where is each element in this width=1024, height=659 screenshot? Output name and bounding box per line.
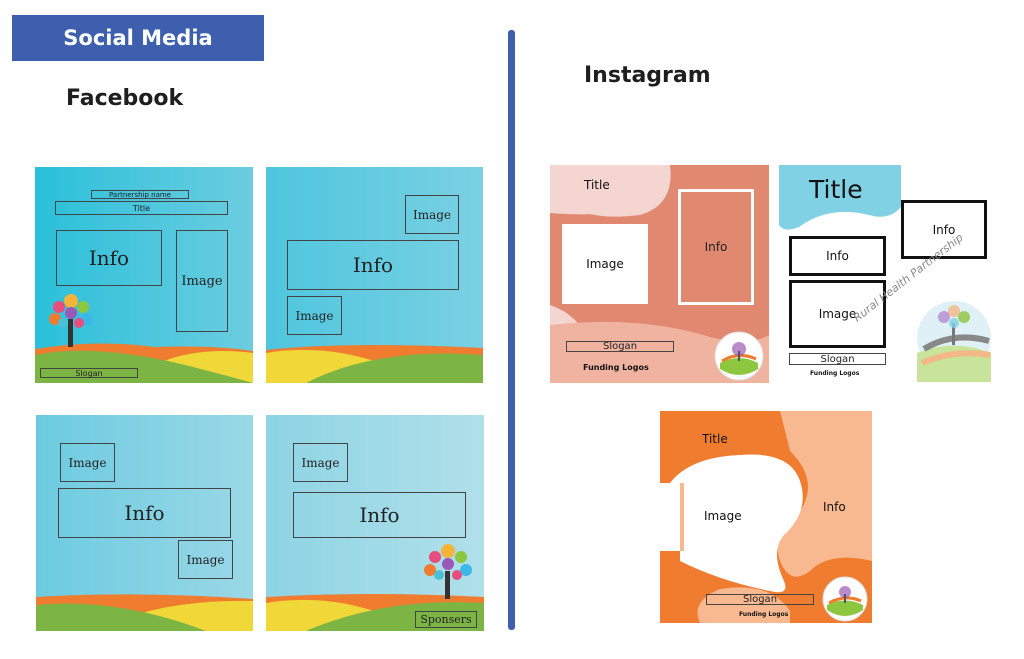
funding-logos-label: Funding Logos xyxy=(739,611,789,618)
facebook-template-1: Partnership name Title Info Image Slogan xyxy=(35,167,253,383)
slogan-box: Slogan xyxy=(706,594,814,605)
image-box: Image xyxy=(562,224,648,304)
title-label: Title xyxy=(702,432,728,446)
info-box: Info xyxy=(789,236,886,276)
section-divider xyxy=(508,30,515,630)
facebook-template-4: Image Info Sponsers xyxy=(266,415,484,631)
instagram-template-2: Title Info Image Slogan Funding Logos xyxy=(779,165,901,383)
info-box: Info xyxy=(287,240,459,290)
image-box-bottom: Image xyxy=(287,296,342,335)
info-box: Info xyxy=(678,189,754,305)
rural-health-partnership-logo: Rural Health Partnership xyxy=(851,231,998,383)
slogan-box: Slogan xyxy=(566,341,674,352)
slogan-box: Slogan xyxy=(40,368,138,378)
title-box: Title xyxy=(55,201,228,215)
info-box: Info xyxy=(58,488,231,538)
image-box-bottom: Image xyxy=(178,540,233,579)
info-box: Info xyxy=(293,492,466,538)
image-box: Image xyxy=(293,443,348,482)
info-box-right: Info xyxy=(901,200,987,259)
social-media-banner: Social Media xyxy=(12,15,264,61)
slogan-box: Slogan xyxy=(789,353,886,365)
funding-logos-label: Funding Logos xyxy=(810,370,860,377)
title-label: Title xyxy=(584,178,610,192)
facebook-template-3: Image Info Image xyxy=(36,415,253,631)
card-background xyxy=(36,415,253,631)
banner-title: Social Media xyxy=(63,26,213,50)
logo-emblem-icon xyxy=(917,301,991,382)
image-box-top: Image xyxy=(60,443,115,482)
funding-logos-label: Funding Logos xyxy=(583,363,649,372)
tree-logo-icon xyxy=(49,294,93,347)
image-label: Image xyxy=(704,509,742,523)
partnership-name-box: Partnership name xyxy=(91,190,189,199)
title-label: Title xyxy=(809,175,863,204)
card-background xyxy=(266,167,483,383)
partnership-logo-icon xyxy=(714,331,764,381)
instagram-heading: Instagram xyxy=(584,63,711,88)
instagram-template-1: Title Image Info Slogan Funding Logos xyxy=(550,165,769,383)
facebook-heading: Facebook xyxy=(66,86,184,111)
image-box: Image xyxy=(789,280,886,348)
info-label: Info xyxy=(823,500,846,514)
image-box: Image xyxy=(176,230,228,332)
sponsors-box: Sponsers xyxy=(415,611,477,628)
facebook-template-2: Image Info Image xyxy=(266,167,483,383)
instagram-template-3: Title Image Info Slogan Funding Logos xyxy=(660,411,872,623)
card-background xyxy=(779,165,901,230)
partnership-logo-icon xyxy=(822,576,868,622)
card-background xyxy=(35,167,253,383)
tree-logo-icon xyxy=(424,544,472,599)
image-box-top: Image xyxy=(405,195,459,234)
info-box: Info xyxy=(56,230,162,286)
